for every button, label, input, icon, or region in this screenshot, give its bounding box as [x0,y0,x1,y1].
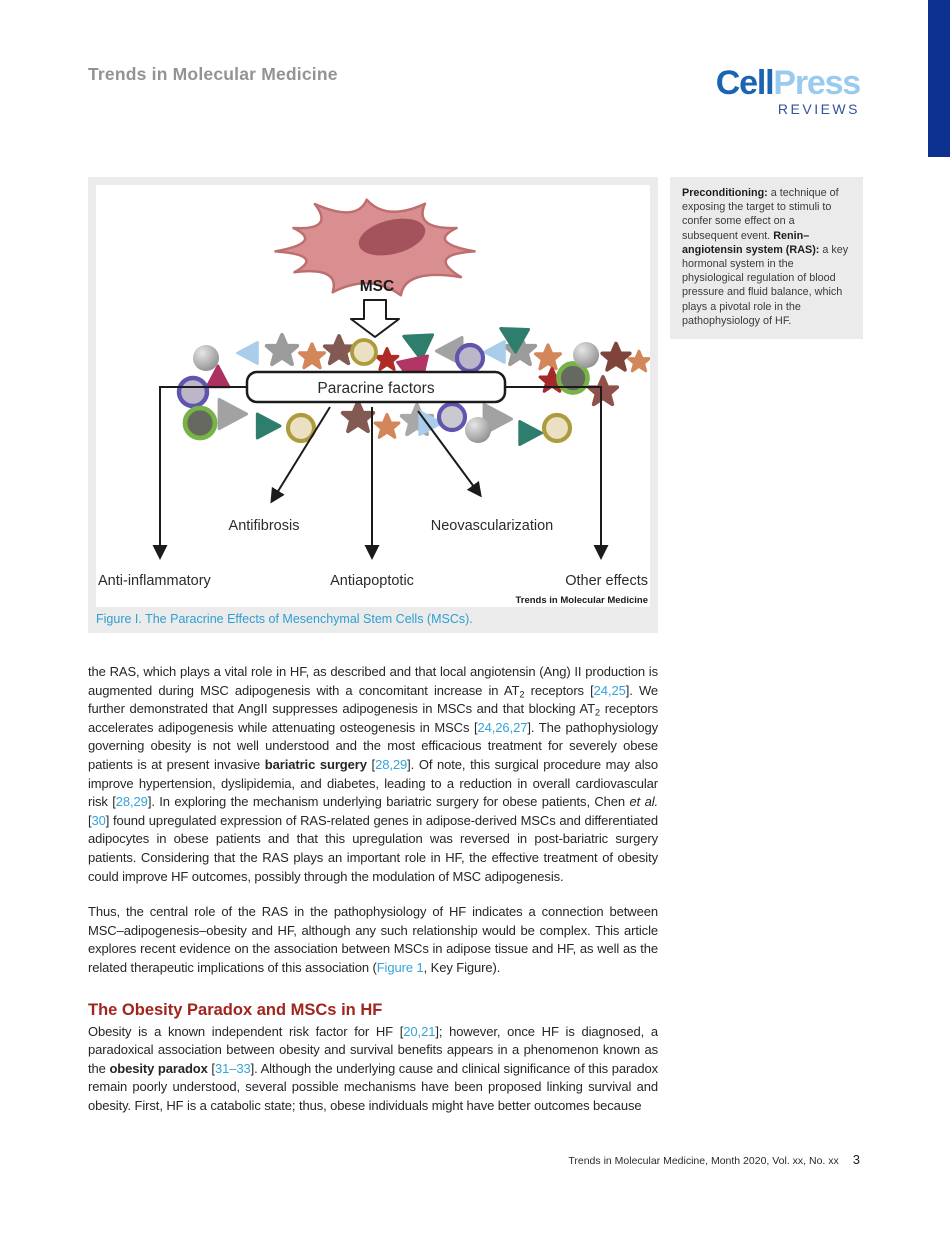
glossary-definition: a key hormonal system in the physiologic… [682,243,849,327]
body-paragraph: Thus, the central role of the RAS in the… [88,904,658,975]
label-neovascularization: Neovascularization [431,518,554,534]
glossary-definition: a technique of exposing the target to st… [682,187,839,242]
factor-shape [298,342,326,370]
journal-title: Trends in Molecular Medicine [88,64,338,84]
factor-shape [534,343,562,371]
factor-shape [518,419,544,447]
label-anti-inflammatory: Anti-inflammatory [98,573,212,589]
factor-shape [457,345,483,371]
cellpress-wordmark: CellPress [700,64,861,102]
label-antiapoptotic: Antiapoptotic [330,573,414,589]
citation-link[interactable]: 30 [91,812,106,828]
page-footer: Trends in Molecular Medicine, Month 2020… [568,1152,860,1167]
factor-shape [586,375,620,407]
body-paragraph: the RAS, which plays a vital role in HF,… [88,664,659,884]
citation-link[interactable]: 24,26,27 [477,719,528,735]
factor-shape [185,408,215,438]
accent-corner-bar [928,0,950,157]
citation-link[interactable]: 28,29 [375,756,408,772]
factor-shape [627,349,651,373]
citation-link[interactable]: 24,25 [593,682,626,698]
arrow-antifibrosis [270,406,331,504]
factor-shape [544,415,570,441]
factor-shape [374,347,400,371]
factor-shape [483,340,506,364]
label-other-effects: Other effects [565,573,648,589]
release-arrow [350,299,400,338]
factor-shape [235,341,259,365]
factor-shape [255,412,282,440]
figure-watermark: Trends in Molecular Medicine [515,595,648,606]
factor-shape [179,378,207,406]
arrow-anti-inflammatory [152,386,247,560]
msc-label: MSC [360,278,394,295]
msc-paracrine-diagram: MSC Paracrine factors Antifibrosis Neova… [98,198,651,606]
article-body: the RAS, which plays a vital role in HF,… [88,663,658,1115]
factor-shape [600,341,632,372]
factor-shape [396,322,435,361]
cellpress-logo: CellPress REVIEWS [700,64,861,117]
footer-citation: Trends in Molecular Medicine, Month 2020… [568,1155,839,1167]
page-number: 3 [852,1152,860,1167]
factor-shape [343,402,373,431]
citation-link[interactable]: 31–33 [214,1060,251,1076]
figure-caption: Figure I. The Paracrine Effects of Mesen… [96,612,473,626]
cellpress-press-text: Press [773,64,861,102]
paracrine-factors-label: Paracrine factors [317,380,434,397]
cellpress-cell-text: Cell [715,64,775,102]
factor-shape [193,345,219,371]
msc-cell-illustration [274,198,476,297]
factor-shape [267,335,297,364]
reviews-label: REVIEWS [777,101,860,117]
factor-shape [559,364,588,393]
citation-link[interactable]: Figure 1 [376,959,424,975]
glossary-box: Preconditioning: a technique of exposing… [670,177,863,340]
glossary-term: Preconditioning: [682,187,768,199]
body-paragraph: Obesity is a known independent risk fact… [88,1023,658,1113]
key-figure-box: MSC Paracrine factors Antifibrosis Neova… [88,177,658,633]
factor-shape [288,415,314,441]
factor-shape [373,412,401,439]
factor-shape [350,338,378,366]
label-antifibrosis: Antifibrosis [229,518,300,534]
factor-shape [573,342,599,368]
citation-link[interactable]: 20,21 [403,1023,436,1039]
factor-shape [217,398,248,430]
citation-link[interactable]: 28,29 [115,794,148,810]
factor-shape [465,417,491,443]
figure-panel: MSC Paracrine factors Antifibrosis Neova… [96,185,651,607]
arrow-other-effects [505,386,609,560]
section-heading: The Obesity Paradox and MSCs in HF [88,1000,383,1019]
arrow-neovascularization [417,410,482,498]
factor-shape [439,404,465,430]
glossary-term: Renin–angiotensin system (RAS): [682,229,820,256]
factor-shape [322,334,356,366]
